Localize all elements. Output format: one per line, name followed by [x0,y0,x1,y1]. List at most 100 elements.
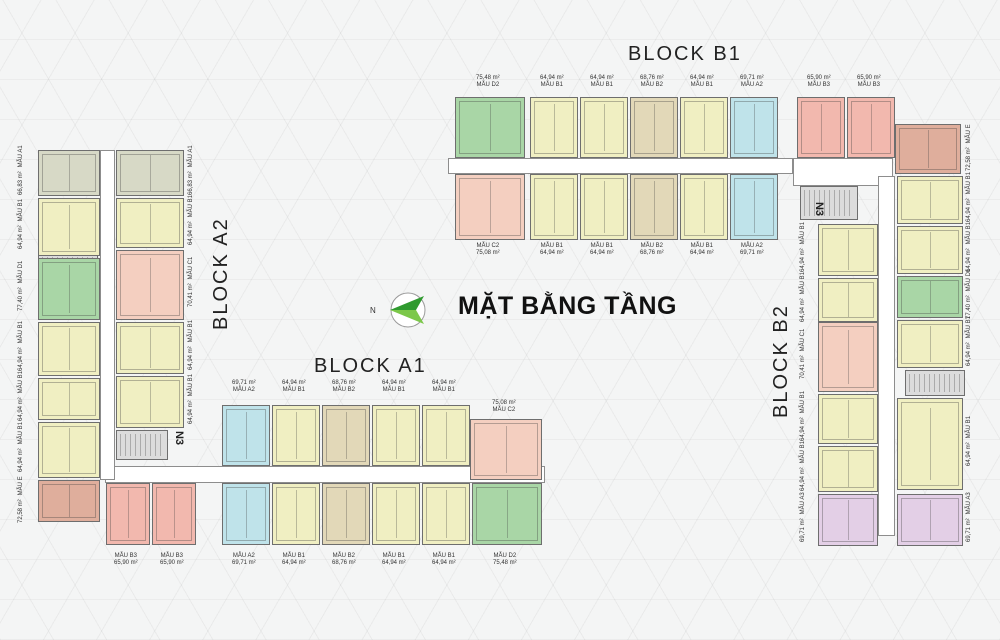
unit-type: MẪU B2 [640,243,664,249]
unit-a1-top [372,405,420,466]
unit-area: 64,94 m² [966,442,972,466]
unit-a2-left [38,480,100,522]
corridor-b1 [448,158,793,174]
unit-type: MẪU B2 [640,82,664,88]
compass-letter: N [370,306,376,315]
unit-type: MẪU A1 [18,145,24,168]
unit-a2-left [38,258,100,320]
unit-a1-top [222,405,270,466]
block-label-a1: BLOCK A1 [314,355,427,377]
unit-area: 64,94 m² [282,380,306,386]
unit-label: 72,58 m²MẪU E [966,120,973,171]
unit-area: 69,71 m² [232,380,256,386]
unit-a1-top [422,405,470,466]
stair-core-a2 [116,430,168,460]
unit-type: MẪU B1 [800,221,806,245]
unit-b1-top [797,97,845,158]
unit-a2-left [38,422,100,478]
unit-a1-bottom [372,483,420,545]
unit-type: MẪU C1 [188,256,194,280]
unit-b2-right [897,494,963,546]
unit-area: 69,71 m² [800,518,806,542]
unit-label: 64,94 m²MẪU B1 [800,437,807,491]
unit-type: MẪU B1 [432,553,456,559]
unit-area: 64,94 m² [690,75,714,81]
unit-type: MẪU E [966,124,972,144]
unit-type: MẪU D1 [18,260,24,284]
unit-area: 64,94 m² [188,400,194,424]
unit-a2-left [38,378,100,420]
unit-area: 72,58 m² [18,499,24,523]
unit-type: MẪU B1 [966,315,972,339]
unit-type: MẪU A2 [740,243,763,249]
unit-area: 75,08 m² [476,250,500,256]
unit-label: 64,94 m²MẪU B1 [966,412,973,466]
unit-type: MẪU D2 [476,82,500,88]
unit-type: MẪU B1 [18,421,24,445]
unit-a2-right [116,198,184,248]
unit-area: 64,94 m² [800,298,806,322]
unit-b2-right [897,176,963,224]
stair-core-b2 [905,370,965,396]
unit-label: 77,40 m²MẪU D1 [18,257,25,311]
unit-area: 64,94 m² [966,342,972,366]
unit-area: 64,94 m² [282,560,306,566]
unit-area: 69,71 m² [966,518,972,542]
unit-b2-left [818,446,878,492]
unit-area: 64,94 m² [188,346,194,370]
unit-type: MẪU B1 [188,373,194,397]
unit-a1-bottom [106,483,150,545]
unit-area: 64,94 m² [690,250,714,256]
unit-area: 70,41 m² [800,355,806,379]
unit-type: MẪU B2 [332,387,356,393]
unit-label: 64,94 m²MẪU B1 [966,168,973,222]
unit-b1-bottom [455,174,525,240]
unit-a2-right [116,376,184,428]
unit-b2-right [897,276,963,318]
unit-label: 64,94 m²MẪU B1 [18,317,25,371]
unit-area: 70,41 m² [188,283,194,307]
unit-b2-left [818,322,878,392]
core-label-a1: N3 [173,430,186,446]
unit-type: MẪU B1 [18,370,24,394]
unit-a2-right [116,250,184,320]
unit-b2-left [818,278,878,322]
unit-area: 64,94 m² [18,225,24,249]
unit-area: 75,08 m² [492,400,516,406]
unit-area: 64,94 m² [432,380,456,386]
corridor-b1-b2 [793,158,893,186]
unit-a2-right [116,150,184,196]
unit-area: 64,94 m² [432,560,456,566]
unit-area: 75,48 m² [476,75,500,81]
unit-area: 65,90 m² [114,560,138,566]
unit-area: 68,76 m² [640,75,664,81]
unit-type: MẪU A2 [232,387,255,393]
unit-b2-left [818,224,878,276]
unit-type: MẪU B1 [540,82,564,88]
unit-type: MẪU C1 [800,328,806,352]
unit-a1-bottom [422,483,470,545]
page-title: MẶT BẰNG TẦNG [458,292,677,320]
unit-type: MẪU C2 [492,407,516,413]
block-label-b2: BLOCK B2 [770,304,792,418]
north-arrow-icon: N [370,292,426,328]
unit-label: 64,94 m²MẪU B1 [800,268,807,322]
unit-type: MẪU B1 [282,553,306,559]
unit-b1-top [680,97,728,158]
